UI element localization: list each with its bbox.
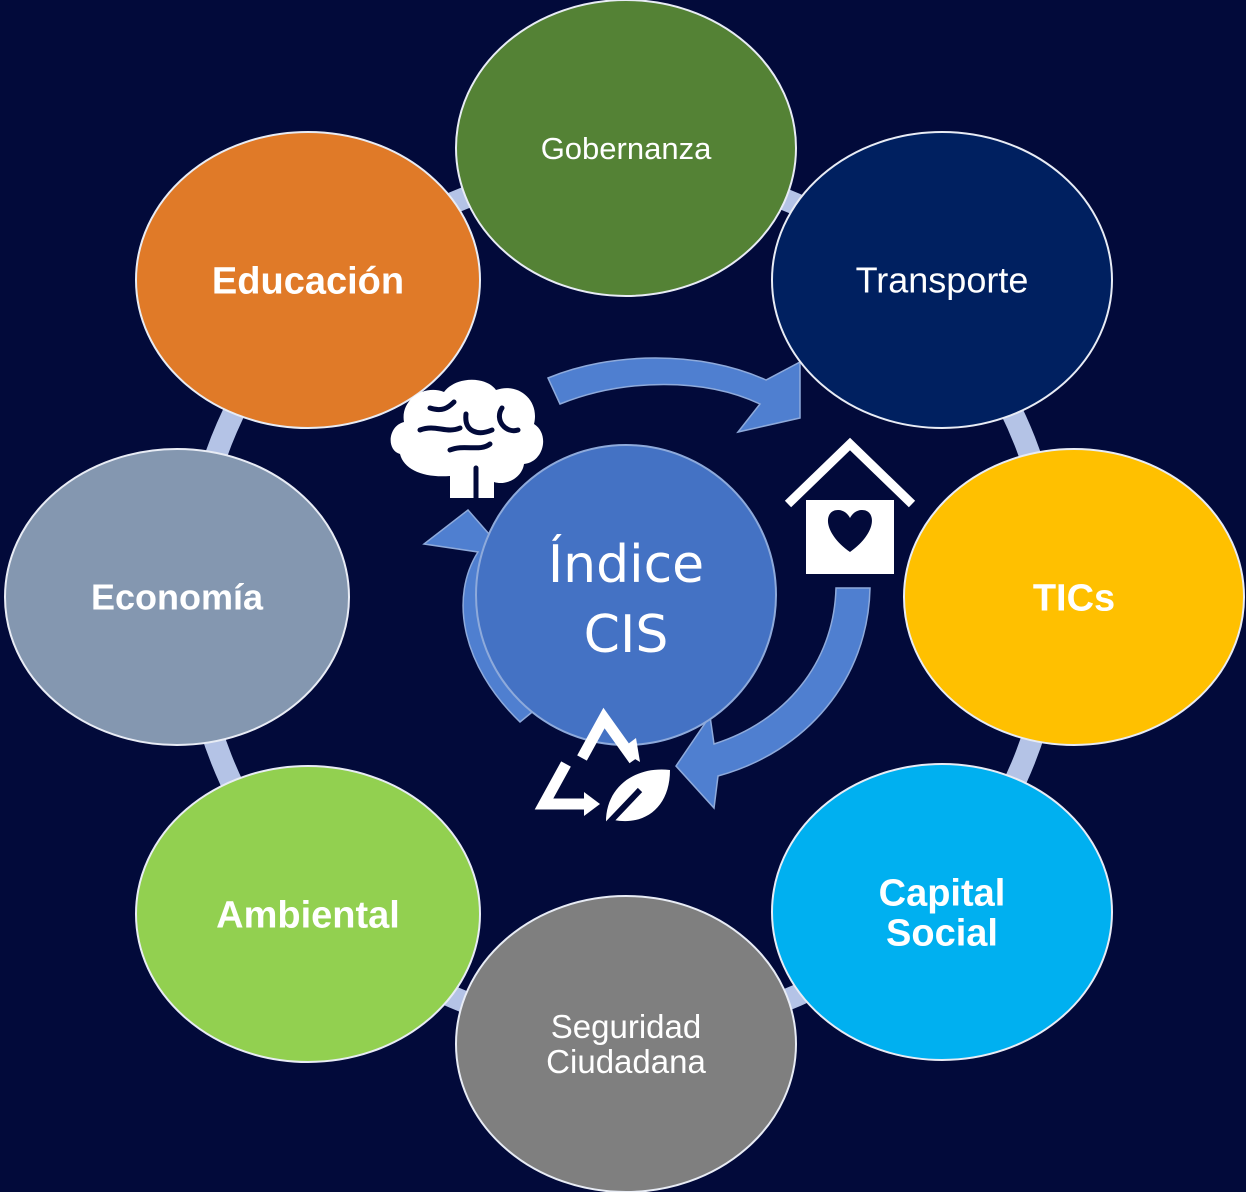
node-ambiental-ellipse	[135, 765, 481, 1063]
node-seguridad-ciudadana-label: Ciudadana	[546, 1043, 706, 1080]
node-educacion-ellipse	[135, 131, 481, 429]
node-transporte: Transporte	[771, 131, 1113, 429]
center-label-line2: CIS	[584, 605, 669, 665]
node-capital-social-label: Social	[886, 912, 998, 954]
node-ambiental-label: Ambiental	[216, 894, 400, 936]
recycle-leaf-icon	[534, 707, 670, 833]
node-tics-ellipse	[903, 448, 1245, 746]
node-gobernanza-label: Gobernanza	[541, 131, 712, 166]
node-ambiental: Ambiental	[135, 765, 481, 1063]
node-educacion: Educación	[135, 131, 481, 429]
cycle-arrow-right	[675, 587, 871, 810]
category-nodes: GobernanzaTransporteTICsCapitalSocialSeg…	[4, 0, 1245, 1192]
node-educacion-label: Educación	[212, 260, 404, 302]
center-circle	[475, 444, 777, 746]
node-transporte-ellipse	[771, 131, 1113, 429]
node-economia-label: Economía	[91, 577, 264, 618]
node-gobernanza: Gobernanza	[455, 0, 797, 297]
node-transporte-label: Transporte	[856, 260, 1029, 301]
node-seguridad-ciudadana-label: Seguridad	[551, 1008, 701, 1045]
cycle-arrow-top	[546, 357, 801, 434]
node-economia-ellipse	[4, 448, 350, 746]
node-economia: Economía	[4, 448, 350, 746]
center-label-line1: Índice	[548, 534, 704, 595]
node-tics: TICs	[903, 448, 1245, 746]
node-seguridad-ciudadana-ellipse	[455, 895, 797, 1192]
node-tics-label: TICs	[1033, 577, 1115, 619]
node-capital-social-ellipse	[771, 763, 1113, 1061]
node-gobernanza-ellipse	[455, 0, 797, 297]
node-capital-social-label: Capital	[879, 872, 1006, 914]
house-heart-icon	[784, 437, 916, 574]
brain-icon	[390, 379, 544, 501]
